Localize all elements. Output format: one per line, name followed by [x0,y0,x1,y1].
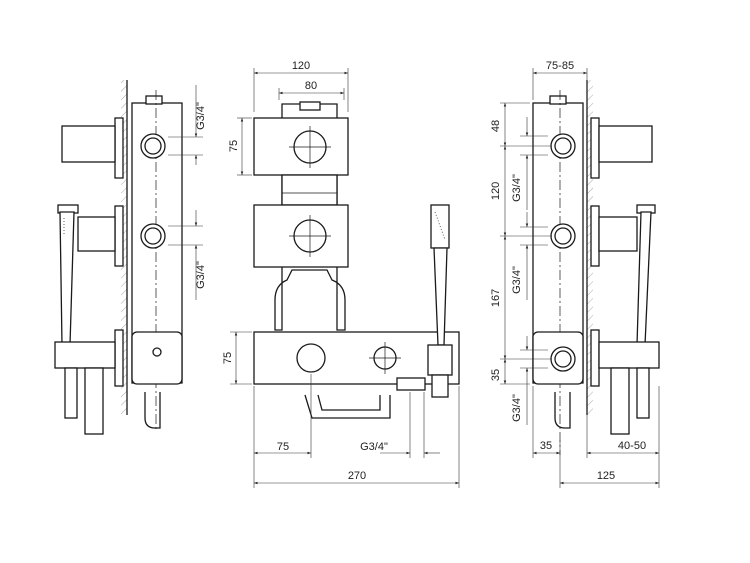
right-thread-3-label: G3/4" [511,394,523,422]
front-dim-80: 80 [305,80,317,92]
right-dim-125: 125 [597,470,615,482]
left-handle-top [61,125,116,163]
left-side-view: G3/4" G3/4" [54,80,207,435]
right-dim-48: 48 [490,120,502,132]
front-dim-270: 270 [348,470,366,482]
left-thread-mid-label: G3/4" [195,261,207,289]
right-dim-167: 167 [490,289,502,307]
left-thread-top-label: G3/4" [195,102,207,130]
right-thread-2-label: G3/4" [511,266,523,294]
right-hand-shower [636,211,652,346]
front-dim-75-bottom: 75 [222,352,234,364]
right-dim-120: 120 [490,182,502,200]
right-dim-40-50: 40-50 [618,440,646,452]
right-dim-75-85: 75-85 [546,60,574,72]
left-hand-shower [59,211,75,346]
front-view: 120 80 75 75 75 G3/4" 270 [222,60,460,488]
right-thread-1-label: G3/4" [511,174,523,202]
right-dim-35-v: 35 [490,369,502,381]
front-mixer-knob [296,343,326,373]
right-wall-hatch [587,80,593,415]
left-wall-hatch [121,80,127,415]
right-dim-35-h: 35 [540,440,552,452]
front-bottom-mixer [253,331,460,385]
right-handle-top [598,125,653,163]
front-dim-75-top: 75 [228,140,240,152]
front-thread-bottom-label: G3/4" [360,441,388,453]
front-dim-75-left: 75 [277,441,289,453]
right-side-view: 75-85 48 120 167 35 G3/4" G3/4" G3/4" [490,60,660,488]
front-dim-120: 120 [292,60,310,72]
